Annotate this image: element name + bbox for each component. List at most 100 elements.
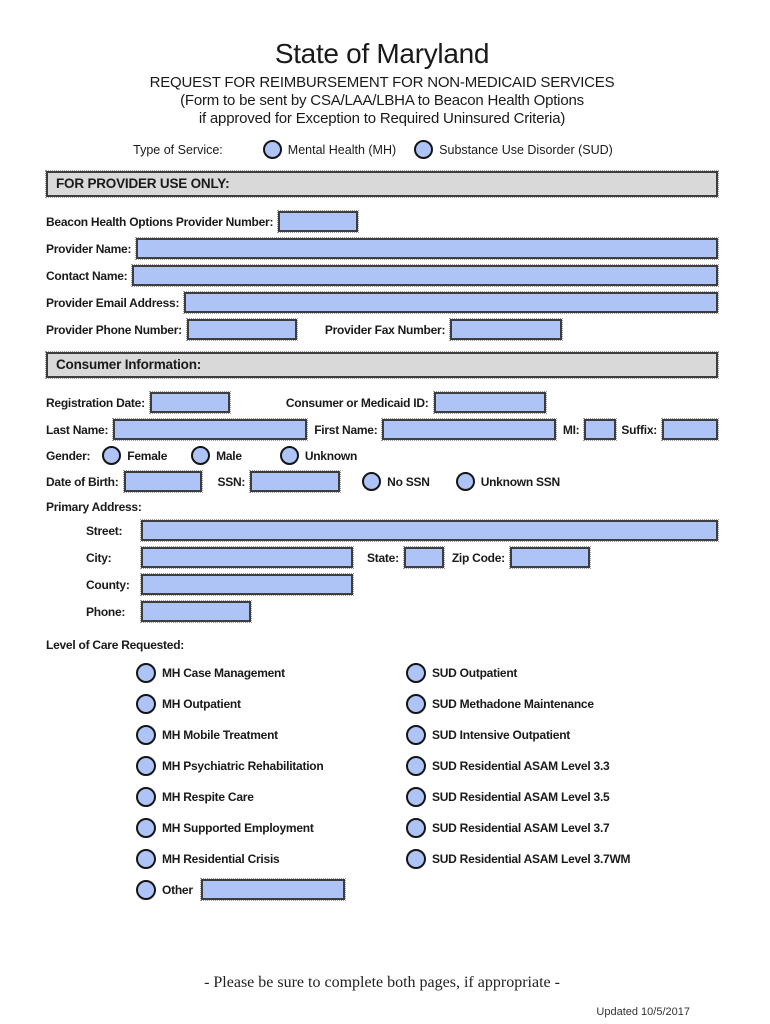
loc-option-mh-respite-care: MH Respite Care [136,786,406,807]
address-phone-input[interactable] [140,600,252,623]
sud-outpatient-radio[interactable] [406,662,426,683]
city-state-zip-row: City: State: Zip Code: [86,546,718,569]
gender-unknown-label: Unknown [304,448,358,463]
first-name-input[interactable] [381,418,557,441]
state-input[interactable] [402,546,445,569]
form-subtitle-3: if approved for Exception to Required Un… [198,110,566,127]
sud-residential-asam-3-3-label: SUD Residential ASAM Level 3.3 [432,758,610,773]
substance-use-disorder-label: Substance Use Disorder (SUD) [439,142,613,157]
mi-label: MI: [562,422,580,437]
state-label: State: [367,550,399,565]
registration-row: Registration Date: Consumer or Medicaid … [46,391,718,414]
substance-use-disorder-radio[interactable] [414,140,434,159]
sud-methadone-maintenance-radio[interactable] [406,693,426,714]
mh-residential-crisis-radio[interactable] [136,848,156,869]
county-input[interactable] [140,573,354,596]
registration-date-label: Registration Date: [46,395,145,410]
sud-residential-asam-3-7-radio[interactable] [406,817,426,838]
provider-section-header: FOR PROVIDER USE ONLY: [45,170,719,198]
loc-option-sud-residential-asam-3-5: SUD Residential ASAM Level 3.5 [406,786,630,807]
gender-female-radio[interactable] [102,446,122,465]
suffix-label: Suffix: [621,422,657,437]
loc-option-sud-outpatient: SUD Outpatient [406,662,630,683]
loc-option-mh-residential-crisis: MH Residential Crisis [136,848,406,869]
provider-phone-fax-row: Provider Phone Number: Provider Fax Numb… [46,318,718,341]
form-subtitle-2: (Form to be sent by CSA/LAA/LBHA to Beac… [180,92,584,109]
other-input[interactable] [199,878,346,901]
provider-name-row: Provider Name: [46,237,719,260]
provider-phone-label: Provider Phone Number: [46,322,182,337]
gender-male-radio[interactable] [191,446,211,465]
no-ssn-label: No SSN [387,474,430,489]
type-of-service-label: Type of Service: [133,142,223,157]
loc-option-sud-residential-asam-3-3: SUD Residential ASAM Level 3.3 [406,755,630,776]
unknown-ssn-radio[interactable] [455,472,475,491]
mh-respite-care-radio[interactable] [136,786,156,807]
medicaid-id-input[interactable] [432,391,547,414]
loc-option-sud-residential-asam-3-7wm: SUD Residential ASAM Level 3.7WM [406,848,631,869]
provider-email-label: Provider Email Address: [46,295,180,310]
mh-case-management-label: MH Case Management [162,665,285,680]
sud-residential-asam-3-5-radio[interactable] [406,786,426,807]
consumer-section-header: Consumer Information: [45,351,719,379]
other-label: Other [162,882,193,897]
sud-residential-asam-3-3-radio[interactable] [406,755,426,776]
page-title: State of Maryland [274,38,490,69]
dob-input[interactable] [122,470,203,493]
mh-psychiatric-rehabilitation-radio[interactable] [136,755,156,776]
address-phone-row: Phone: [86,600,718,623]
provider-email-input[interactable] [183,291,719,314]
form-header: State of Maryland REQUEST FOR REIMBURSEM… [46,38,718,128]
mental-health-radio[interactable] [262,140,282,159]
type-of-service-row: Type of Service: Mental Health (MH) Subs… [46,140,718,159]
gender-row: Gender: Female Male Unknown [46,446,718,465]
mh-mobile-treatment-radio[interactable] [136,724,156,745]
street-label: Street: [86,523,123,538]
suffix-input[interactable] [661,418,719,441]
sud-residential-asam-3-7wm-radio[interactable] [406,848,426,869]
city-input[interactable] [140,546,354,569]
name-row: Last Name: First Name: MI: Suffix: [46,418,719,441]
mi-input[interactable] [583,418,618,441]
ssn-input[interactable] [249,470,342,493]
mh-case-management-radio[interactable] [136,662,156,683]
provider-name-input[interactable] [135,237,719,260]
sud-outpatient-label: SUD Outpatient [432,665,518,680]
zip-input[interactable] [508,546,591,569]
no-ssn-radio[interactable] [362,472,382,491]
provider-name-label: Provider Name: [46,241,132,256]
mh-supported-employment-label: MH Supported Employment [162,820,314,835]
updated-date: Updated 10/5/2017 [596,1006,690,1018]
form-subtitle-1: REQUEST FOR REIMBURSEMENT FOR NON-MEDICA… [149,74,615,91]
last-name-label: Last Name: [46,422,109,437]
mh-supported-employment-radio[interactable] [136,817,156,838]
contact-name-row: Contact Name: [46,264,719,287]
unknown-ssn-label: Unknown SSN [480,474,561,489]
county-row: County: [86,573,718,596]
gender-label: Gender: [46,448,91,463]
dob-label: Date of Birth: [46,474,119,489]
level-of-care-row: Level of Care Requested: [46,638,718,652]
provider-phone-input[interactable] [185,318,298,341]
provider-number-input[interactable] [277,210,360,233]
loc-option-mh-psychiatric-rehabilitation: MH Psychiatric Rehabilitation [136,755,406,776]
contact-name-input[interactable] [131,264,719,287]
sud-intensive-outpatient-radio[interactable] [406,724,426,745]
loc-option-other: Other [136,878,406,901]
provider-fax-input[interactable] [449,318,564,341]
sud-options-column: SUD Outpatient SUD Methadone Maintenance… [406,662,631,910]
primary-address-row: Primary Address: [46,500,718,514]
sud-residential-asam-3-5-label: SUD Residential ASAM Level 3.5 [432,789,610,804]
mh-outpatient-radio[interactable] [136,693,156,714]
registration-date-input[interactable] [148,391,231,414]
gender-female-label: Female [127,448,168,463]
county-label: County: [86,577,130,592]
gender-unknown-radio[interactable] [279,446,299,465]
street-input[interactable] [140,519,719,542]
level-of-care-label: Level of Care Requested: [46,638,185,652]
other-radio[interactable] [136,879,156,900]
last-name-input[interactable] [112,418,309,441]
loc-option-mh-case-management: MH Case Management [136,662,406,683]
first-name-label: First Name: [314,422,378,437]
